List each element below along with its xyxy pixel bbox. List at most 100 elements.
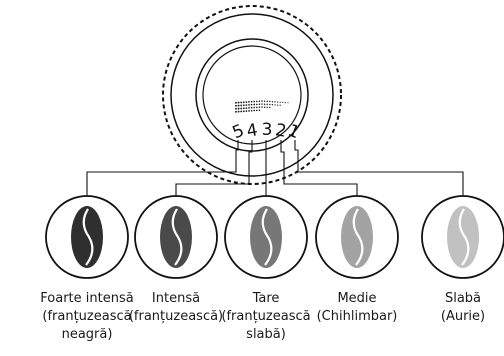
level-caption-5: Slabă (Aurie): [411, 290, 504, 326]
level-caption-4: Medie (Chihlimbar): [305, 290, 409, 326]
connector-lines: [86, 140, 464, 196]
bean-circle-1: [45, 195, 129, 279]
dial-dot: [261, 106, 263, 108]
dial-dot: [242, 107, 245, 110]
dial-outer-ring: [170, 13, 334, 177]
caption-line: slabă): [246, 327, 286, 342]
dial-dot: [258, 100, 261, 102]
dial-dot: [271, 101, 274, 103]
dial-dot: [235, 107, 237, 110]
dial-dot: [274, 101, 276, 103]
caption-line: Intensă: [151, 291, 201, 306]
dial-dot: [287, 102, 289, 104]
bean-circle-3: [224, 195, 308, 279]
dial-dot: [263, 106, 266, 108]
dial-dot: [245, 104, 248, 106]
dial-dot: [263, 100, 266, 102]
dial-number-3: 3: [262, 120, 273, 140]
dial-dot: [237, 107, 240, 110]
coffee-bean-icon: [160, 206, 192, 268]
dial-dot: [250, 100, 253, 103]
dial-number-2: 2: [274, 120, 288, 142]
dial-dot: [253, 109, 256, 112]
dial-dot: [279, 104, 281, 106]
dial-dot: [266, 106, 268, 109]
dial-dot: [253, 100, 256, 103]
dial-dot: [248, 110, 250, 112]
dial-dot: [242, 101, 245, 104]
dial-dot: [258, 103, 261, 105]
dial-dot: [242, 110, 245, 113]
dial-dot: [248, 107, 250, 109]
level-caption-2: Intensă (franțuzească): [124, 290, 228, 326]
level-caption-1: Foarte intensă (franțuzească neagră): [35, 290, 139, 344]
dial-dot: [269, 106, 271, 109]
dial-dot: [240, 101, 243, 104]
caption-line: Tare: [252, 291, 280, 306]
dial-dot: [235, 104, 237, 107]
coffee-bean-icon: [447, 206, 479, 268]
dial-dot: [245, 101, 248, 103]
dial-dot: [240, 104, 243, 107]
connector-line-1: [294, 140, 464, 196]
dial-dot: [235, 101, 237, 104]
level-caption-3: Tare (franțuzească slabă): [214, 290, 318, 344]
caption-line: (franțuzească: [42, 309, 132, 324]
bean-crease: [352, 208, 364, 266]
dial-dot: [255, 106, 258, 109]
dial-dot: [248, 104, 250, 106]
caption-line: Slabă: [444, 291, 482, 306]
dial-dot: [261, 103, 263, 105]
caption-line: (franțuzească): [128, 309, 224, 324]
caption-line: Foarte intensă: [40, 291, 134, 306]
coffee-bean-icon: [71, 206, 103, 268]
caption-line: (Aurie): [440, 309, 486, 324]
bean-circle-2: [134, 195, 218, 279]
dial-dot: [237, 101, 240, 104]
connector-line-2: [280, 140, 358, 196]
dial-dot: [266, 103, 268, 106]
coffee-bean-icon: [341, 206, 373, 268]
dial-dot: [240, 107, 243, 110]
dial-dot: [242, 104, 245, 107]
dial-dot: [258, 109, 261, 111]
dial-dot: [253, 103, 256, 106]
bean-crease: [171, 208, 183, 266]
dial-dot: [279, 101, 281, 103]
dial-dot: [245, 107, 248, 109]
dial-dot: [250, 109, 253, 112]
dial-dot: [237, 110, 240, 113]
dial-dot: [271, 104, 274, 106]
dial-dot: [250, 106, 253, 109]
bean-circle-4: [315, 195, 399, 279]
dial-dot: [269, 103, 271, 106]
dial-dot: [240, 110, 243, 113]
roast-dial[interactable]: 5 4 3 2 1: [162, 5, 342, 185]
dial-dot: [274, 104, 276, 106]
dial-dot: [258, 106, 261, 108]
caption-line: (Chihlimbar): [316, 309, 398, 324]
dial-dot: [263, 103, 266, 105]
dial-dot: [237, 104, 240, 107]
bean-crease: [261, 208, 273, 266]
connector-line-5: [86, 140, 239, 196]
dial-dot: [235, 110, 237, 113]
dial-dot: [282, 101, 284, 104]
dial-dot: [253, 106, 256, 109]
coffee-bean-icon: [250, 206, 282, 268]
bean-circle-5: [421, 195, 504, 279]
bean-crease: [458, 208, 470, 266]
dial-dot: [255, 100, 258, 103]
dial-number-4: 4: [245, 120, 259, 142]
dial-dot: [245, 110, 248, 112]
dial-dot: [255, 103, 258, 106]
dial-dot: [255, 109, 258, 112]
dial-dot: [248, 101, 250, 103]
connector-line-4: [175, 140, 253, 196]
dial-dot: [261, 100, 263, 102]
dial-dot: [276, 101, 279, 103]
bean-crease: [82, 208, 94, 266]
dial-dot: [284, 102, 286, 104]
dial-dot: [276, 104, 279, 106]
